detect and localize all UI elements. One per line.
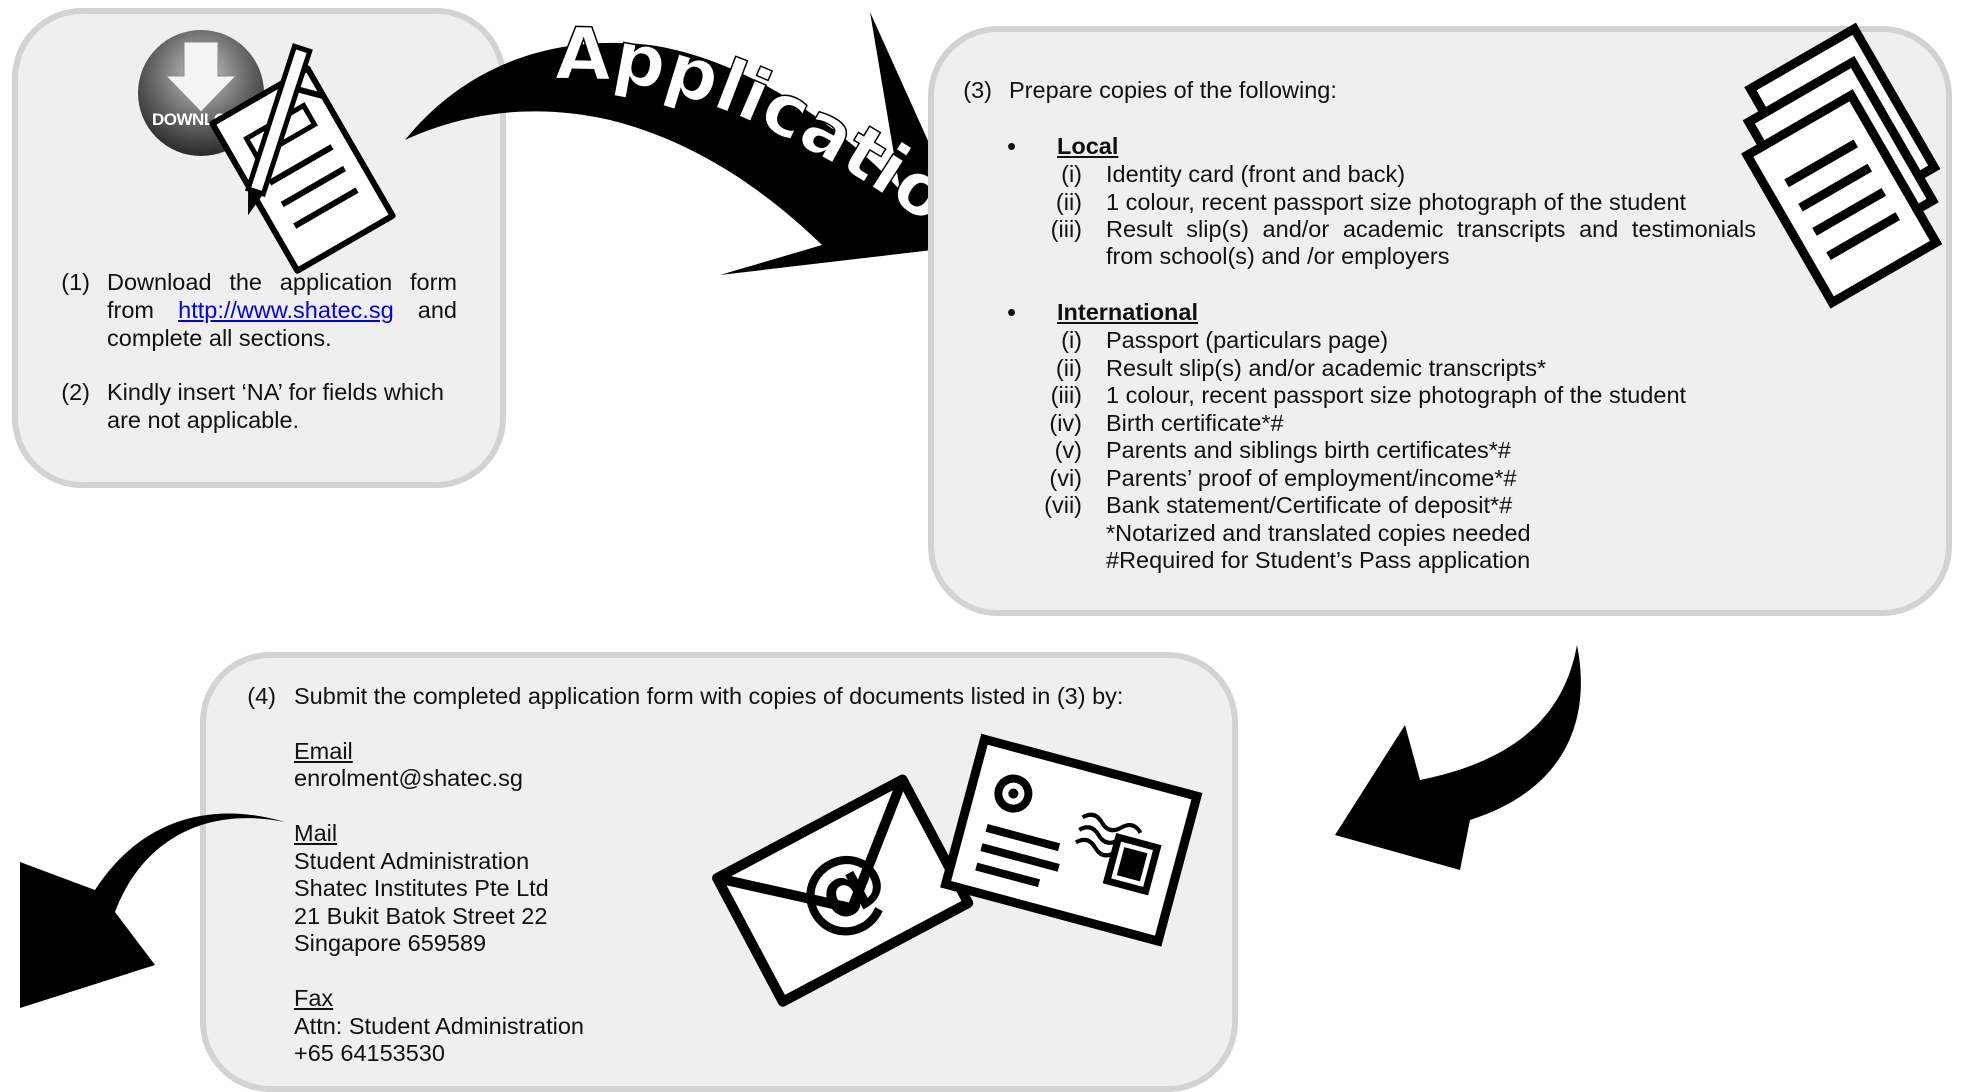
local-bullet: • [1007,131,1017,161]
local-item-text: Identity card (front and back) [1106,161,1406,187]
local-item-text: Result slip(s) and/or academic transcrip… [1106,216,1756,242]
local-item-number: (i) [1061,161,1082,187]
step4-heading: Submit the completed application form wi… [294,683,1124,709]
email-envelope-icon: @ [712,774,974,1007]
mail-line: Student Administration [294,848,530,874]
local-title: Local [1057,133,1119,159]
intl-note: #Required for Student’s Pass application [1106,547,1531,573]
local-item-number: (iii) [1050,216,1082,242]
fax-line: +65 64153530 [294,1040,445,1066]
intl-item-number: (ii) [1055,355,1082,381]
step1-item2-line1: Kindly insert ‘NA’ for fields which [107,379,444,405]
step1-item1-line1: Download the application form [107,269,457,295]
intl-item-text: Bank statement/Certificate of deposit*# [1106,492,1513,518]
step1-item2-line2: are not applicable. [107,407,300,433]
step4-number: (4) [247,683,276,709]
step1-item1-line2: from http://www.shatec.sg and [107,297,457,325]
intl-item-number: (iii) [1050,382,1082,408]
step1-item2-number: (2) [61,379,90,405]
email-value: enrolment@shatec.sg [294,765,523,791]
fax-line: Attn: Student Administration [294,1013,584,1039]
step1-from-word: from [107,297,154,323]
postcard-icon [940,733,1203,947]
step1-item1-number: (1) [61,269,90,295]
intl-item-text: Passport (particulars page) [1106,327,1389,353]
step1-and-word: and [417,297,457,323]
step3-number: (3) [963,77,992,103]
shatec-website-link[interactable]: http://www.shatec.sg [178,297,394,323]
document-stack-icon [1741,22,1943,309]
intl-note: *Notarized and translated copies needed [1106,520,1531,546]
step1-item1-line3: complete all sections. [107,325,332,351]
fax-label: Fax [294,985,334,1011]
intl-item-text: Parents’ proof of employment/income*# [1106,465,1517,491]
email-label: Email [294,738,353,764]
local-item-text: 1 colour, recent passport size photograp… [1106,189,1687,215]
mail-line: Shatec Institutes Pte Ltd [294,875,549,901]
mail-line: 21 Bukit Batok Street 22 [294,903,548,929]
intl-item-text: Result slip(s) and/or academic transcrip… [1106,355,1547,381]
intl-item-number: (i) [1061,327,1082,353]
intl-item-number: (iv) [1049,410,1082,436]
mail-line: Singapore 659589 [294,930,487,956]
intl-item-number: (vi) [1049,465,1082,491]
intl-item-text: Parents and siblings birth certificates*… [1106,437,1511,463]
international-title: International [1057,299,1199,325]
step3-heading: Prepare copies of the following: [1009,77,1337,103]
local-item-number: (ii) [1055,189,1082,215]
form-pencil-icon [209,43,396,274]
intl-item-text: 1 colour, recent passport size photograp… [1106,382,1687,408]
intl-item-number: (v) [1054,437,1082,463]
intl-item-text: Birth certificate*# [1106,410,1284,436]
international-bullet: • [1007,297,1017,327]
local-item-continuation: from school(s) and /or employers [1106,243,1450,269]
mail-label: Mail [294,820,338,846]
intl-item-number: (vii) [1044,492,1082,518]
